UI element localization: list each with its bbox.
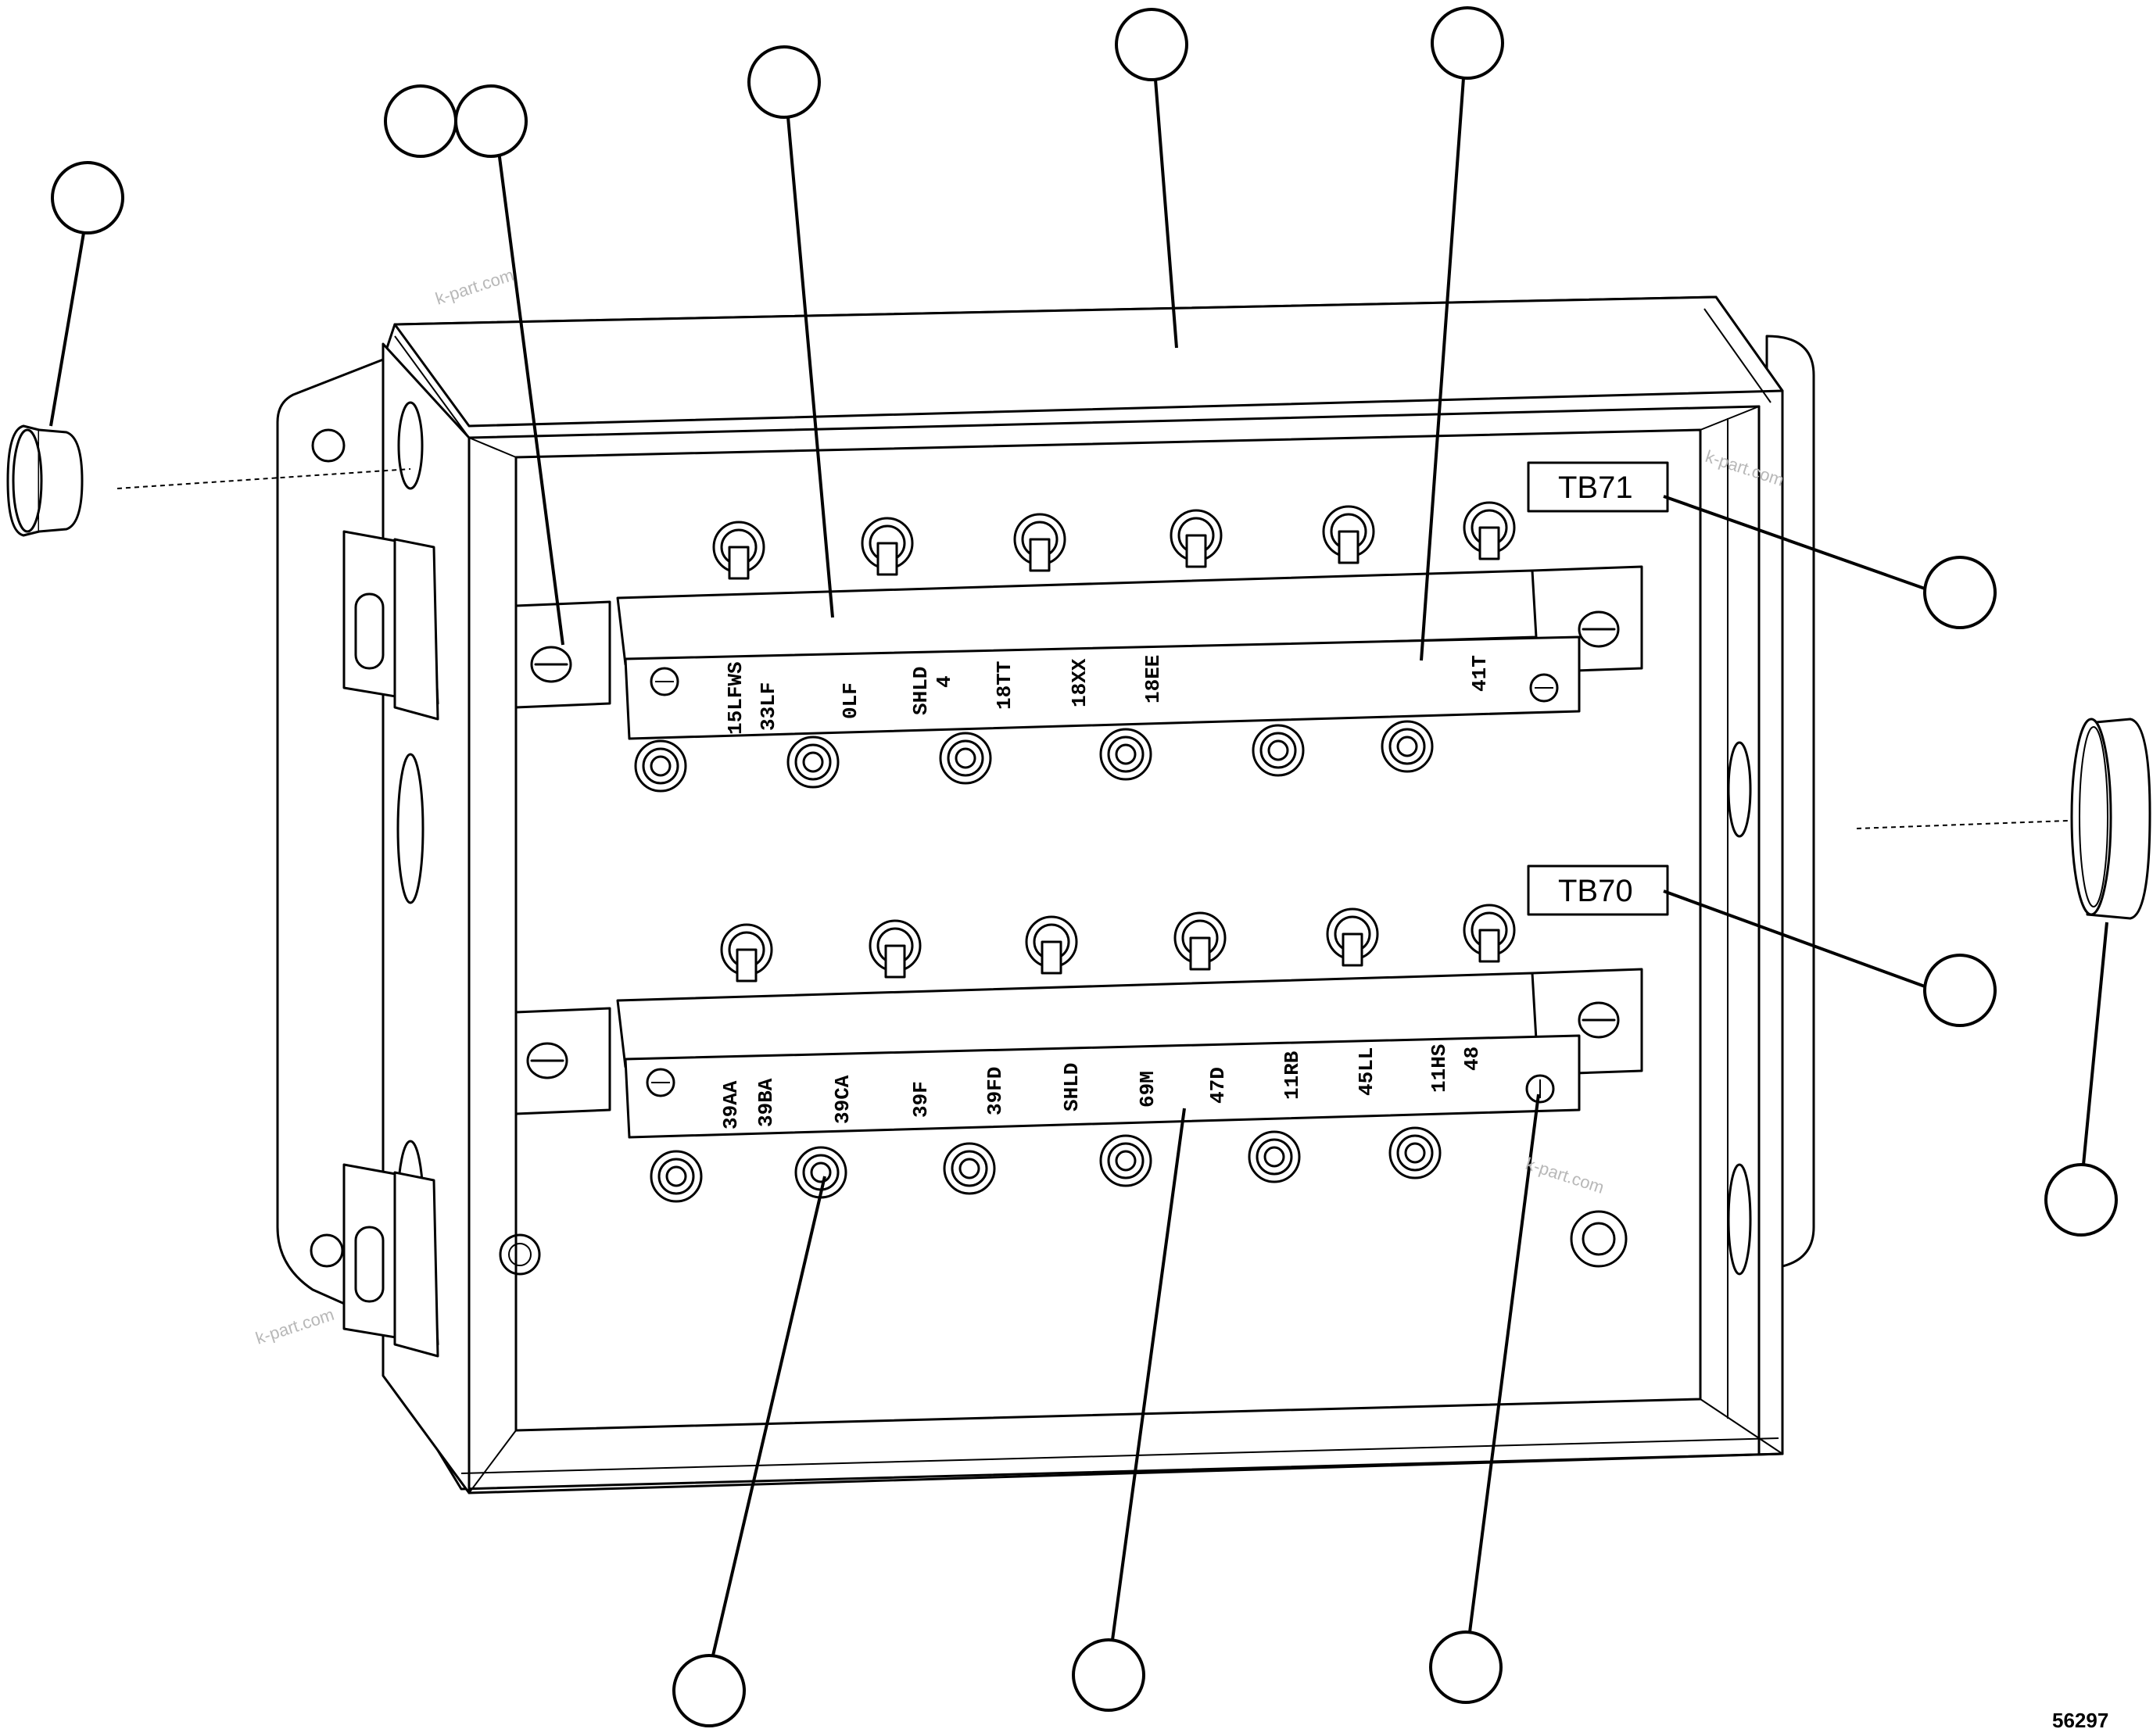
tb70-label: 47D (1206, 1067, 1230, 1104)
figure-number: 56297 (2052, 1709, 2108, 1732)
watermark: k-part.com (253, 1305, 337, 1348)
tb71-label: 4 (933, 675, 956, 688)
callout-bubble (1431, 6, 1504, 80)
right-plug-axis (1856, 820, 2069, 829)
tb71-label: 18TT (993, 661, 1016, 710)
tb71-lower-screws (634, 720, 1434, 793)
tb71-upper-screws (712, 501, 1516, 580)
tb71-label: 41T (1468, 655, 1492, 692)
tb71-label: 15LFWS (724, 661, 747, 735)
watermark: k-part.com (433, 265, 517, 309)
callout-bubble (454, 84, 528, 158)
terminal-block-tb71: 15LFWS 33LF 0LF SHLD 4 18TT 18XX 18EE 41… (514, 461, 1669, 793)
leader-lines (49, 77, 2108, 1656)
callout-bubble (1429, 1630, 1503, 1704)
tb71-tag-box (1527, 461, 1669, 513)
callout-bubble (51, 161, 124, 234)
tb70-label: 39FD (983, 1067, 1007, 1115)
tb70-label: 48 (1460, 1047, 1484, 1071)
callout-bubble (384, 84, 457, 158)
tb71-label: SHLD (909, 667, 933, 715)
callout-bubble (672, 1654, 746, 1727)
tb70-label: 11RB (1281, 1051, 1304, 1100)
tb70-upper-screws (720, 904, 1516, 983)
callout-bubble (2044, 1163, 2118, 1237)
tb70-label: 39CA (831, 1075, 854, 1124)
callout-bubble (1115, 8, 1188, 81)
tb70-lower-screws (650, 1126, 1442, 1203)
tb71-label: 0LF (839, 682, 862, 719)
tb71-tag: TB71 (1558, 471, 1633, 505)
lower-latch (342, 1163, 439, 1358)
upper-latch (342, 530, 439, 721)
tb70-label: 39AA (719, 1080, 743, 1129)
tb70-tag: TB70 (1558, 874, 1633, 908)
hole-plug-left (6, 424, 84, 537)
tb71-label: 18EE (1141, 655, 1165, 703)
tb70-label: SHLD (1060, 1063, 1084, 1111)
tb70-label: 39F (909, 1081, 933, 1118)
callout-bubble (1072, 1638, 1145, 1712)
callouts (51, 6, 2118, 1727)
tb70-label: 45LL (1355, 1047, 1378, 1096)
callout-bubble (747, 45, 821, 119)
left-plug-axis (116, 468, 411, 489)
callout-bubble (1923, 556, 1997, 629)
hole-plug-right (2070, 718, 2151, 920)
tb70-tag-box (1527, 864, 1669, 916)
callout-bubble (1923, 954, 1997, 1027)
tb71-label: 18XX (1068, 658, 1091, 707)
tb70-label: 11HS (1428, 1044, 1451, 1093)
tb70-label: 69M (1136, 1071, 1159, 1108)
tb71-label: 33LF (757, 682, 780, 731)
tb70-label: 39BA (754, 1078, 778, 1127)
terminal-block-tb70: 39AA 39BA 39CA 39F 39FD SHLD 69M 47D 11R… (514, 864, 1669, 1203)
